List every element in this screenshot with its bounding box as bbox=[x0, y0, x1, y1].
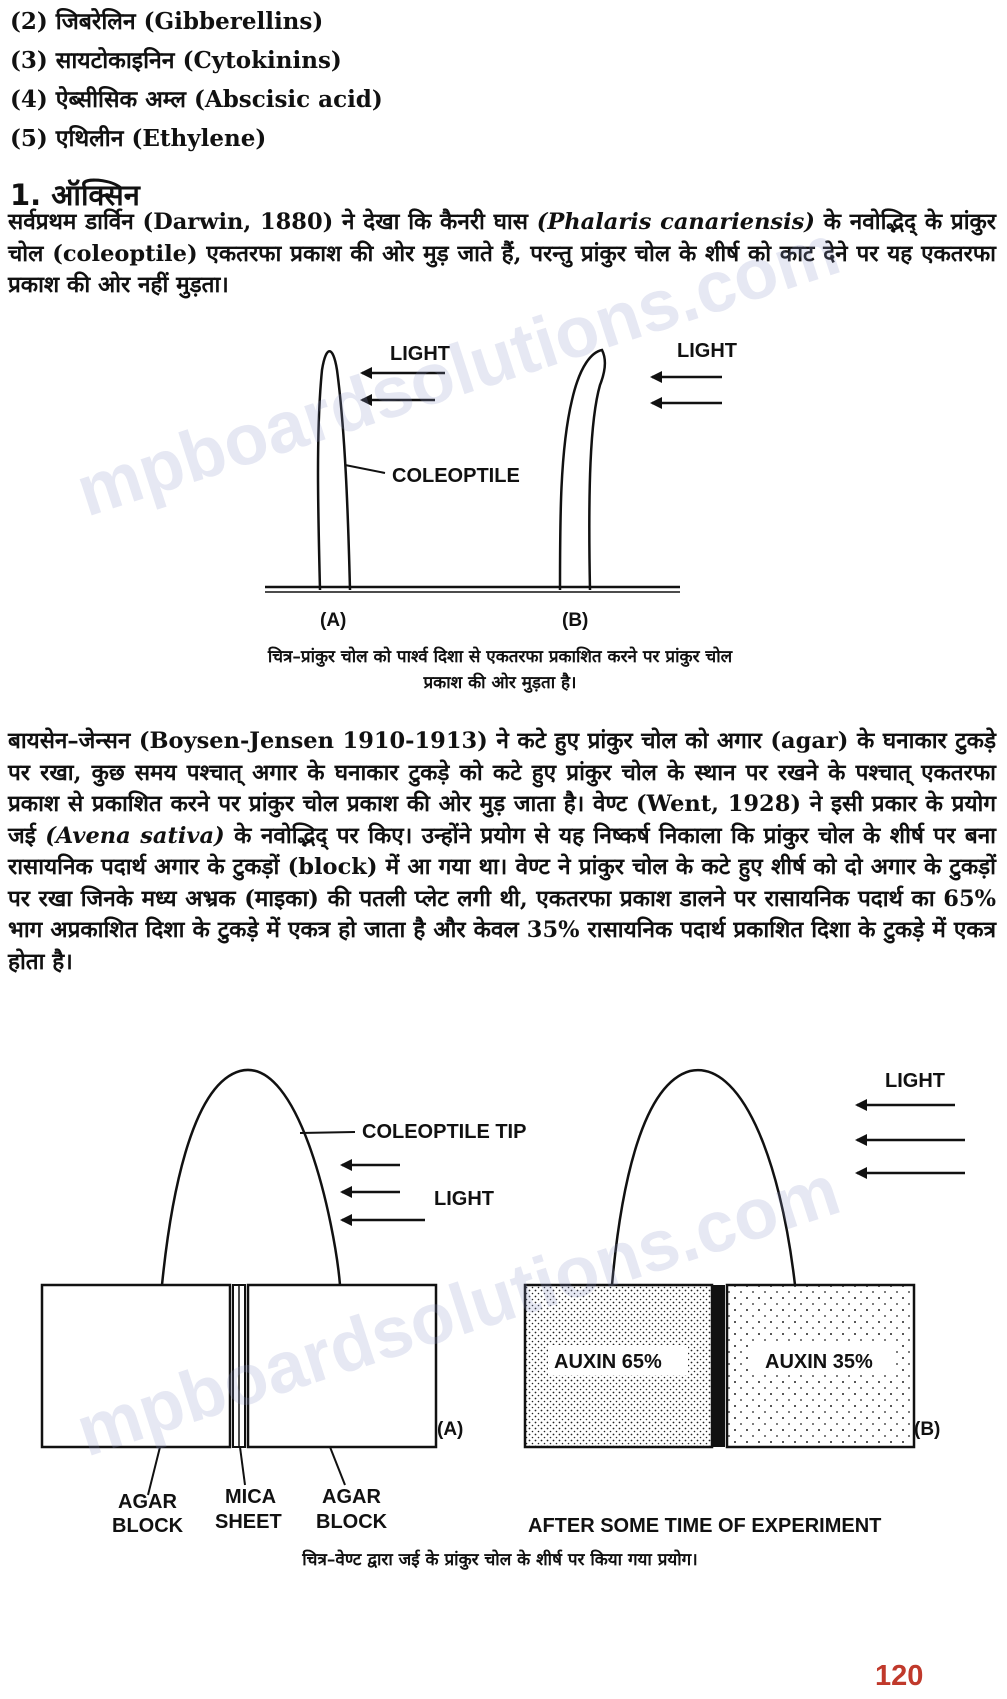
figure-coleoptile-bending: LIGHT COLEOPTILE LIGHT (A) (B) bbox=[265, 340, 737, 631]
figure2-caption: चित्र–वेण्ट द्वारा जई के प्रांकुर चोल के… bbox=[302, 1550, 698, 1570]
hormone-list: (2) जिबरेलिन (Gibberellins) (3) सायटोकाइ… bbox=[10, 2, 383, 158]
after-experiment-label: AFTER SOME TIME OF EXPERIMENT bbox=[528, 1515, 881, 1537]
section-heading: 1. ऑक्सिन bbox=[10, 178, 140, 212]
list-item: (3) सायटोकाइनिन (Cytokinins) bbox=[10, 47, 342, 74]
coleoptile-b-outline bbox=[558, 348, 606, 591]
figure-went-experiment: COLEOPTILE TIP LIGHT (A) AGAR BLOCK MICA… bbox=[40, 1068, 965, 1537]
para1-text-c: के नवोद्भिद् के प्रांकुर चोल (coleoptile… bbox=[8, 209, 997, 298]
mica-label: MICA bbox=[225, 1486, 276, 1508]
figure2-label-a: (A) bbox=[437, 1419, 463, 1440]
list-item: (5) एथिलीन (Ethylene) bbox=[10, 125, 267, 152]
light-label-b: LIGHT bbox=[677, 340, 737, 362]
light-label-fig2-a: LIGHT bbox=[434, 1188, 494, 1210]
tip-pointer bbox=[299, 1131, 356, 1134]
coleoptile-tip-a-outline bbox=[160, 1068, 342, 1286]
coleoptile-pointer bbox=[344, 464, 386, 474]
agar-left-label: BLOCK bbox=[112, 1515, 184, 1537]
label-backdrop bbox=[548, 1345, 688, 1375]
auxin-35-label: AUXIN 35% bbox=[765, 1351, 873, 1373]
page-number: 120 bbox=[875, 1660, 924, 1692]
light-arrow-head bbox=[340, 1186, 352, 1198]
light-arrow-head bbox=[855, 1099, 867, 1111]
figure2-label-b: (B) bbox=[914, 1419, 940, 1440]
agar-right-pointer bbox=[329, 1446, 346, 1486]
caption-line: प्रकाश की ओर मुड़ता है। bbox=[423, 673, 577, 693]
para2-species: (Avena sativa) bbox=[45, 822, 225, 849]
list-item: (4) ऐब्सीसिक अम्ल (Abscisic acid) bbox=[10, 86, 383, 113]
paragraph-went: बायसेन–जेन्सन (Boysen-Jensen 1910-1913) … bbox=[8, 726, 996, 978]
mica-label: SHEET bbox=[215, 1511, 282, 1533]
list-item: (2) जिबरेलिन (Gibberellins) bbox=[10, 8, 324, 35]
caption-line: चित्र–प्रांकुर चोल को पार्श्व दिशा से एक… bbox=[267, 647, 733, 667]
light-arrow-head bbox=[855, 1134, 867, 1146]
paragraph-darwin: सर्वप्रथम डार्विन (Darwin, 1880) ने देखा… bbox=[8, 207, 996, 302]
light-arrow-head bbox=[650, 371, 662, 383]
para1-text-a: सर्वप्रथम डार्विन (Darwin, 1880) ने देखा… bbox=[8, 209, 537, 235]
coleoptile-tip-label: COLEOPTILE TIP bbox=[362, 1121, 526, 1143]
agar-left-pointer bbox=[147, 1446, 161, 1496]
para1-species: (Phalaris canariensis) bbox=[536, 209, 815, 235]
coleoptile-a-outline bbox=[316, 350, 352, 591]
agar-right-label: AGAR bbox=[322, 1486, 381, 1508]
label-backdrop bbox=[752, 1345, 892, 1375]
agar-block-left bbox=[40, 1283, 232, 1449]
coleoptile-label: COLEOPTILE bbox=[392, 465, 520, 487]
agar-block-right bbox=[246, 1283, 438, 1449]
light-arrow-head bbox=[360, 367, 372, 379]
agar-right-label: BLOCK bbox=[316, 1511, 388, 1533]
light-arrow-head bbox=[855, 1167, 867, 1179]
light-arrow-head bbox=[650, 397, 662, 409]
coleoptile-tip-b-outline bbox=[610, 1068, 797, 1286]
figure-label-b: (B) bbox=[562, 610, 588, 631]
mica-pointer bbox=[239, 1446, 246, 1486]
light-arrow-head bbox=[360, 394, 372, 406]
para2-text-a: बायसेन–जेन्सन (Boysen-Jensen 1910-1913) … bbox=[8, 728, 996, 849]
figure1-caption: चित्र–प्रांकुर चोल को पार्श्व दिशा से एक… bbox=[150, 644, 850, 696]
para2-text-c: के नवोद्भिद् पर किए। उन्होंने प्रयोग से … bbox=[8, 822, 997, 975]
mica-sheet-b bbox=[713, 1285, 725, 1447]
figure-label-a: (A) bbox=[320, 610, 346, 631]
agar-left-label: AGAR bbox=[118, 1491, 177, 1513]
light-arrow-head bbox=[340, 1159, 352, 1171]
light-arrow-head bbox=[340, 1214, 352, 1226]
auxin-65-label: AUXIN 65% bbox=[554, 1351, 662, 1373]
light-label-a: LIGHT bbox=[390, 343, 450, 365]
light-label-fig2-b: LIGHT bbox=[885, 1070, 945, 1092]
